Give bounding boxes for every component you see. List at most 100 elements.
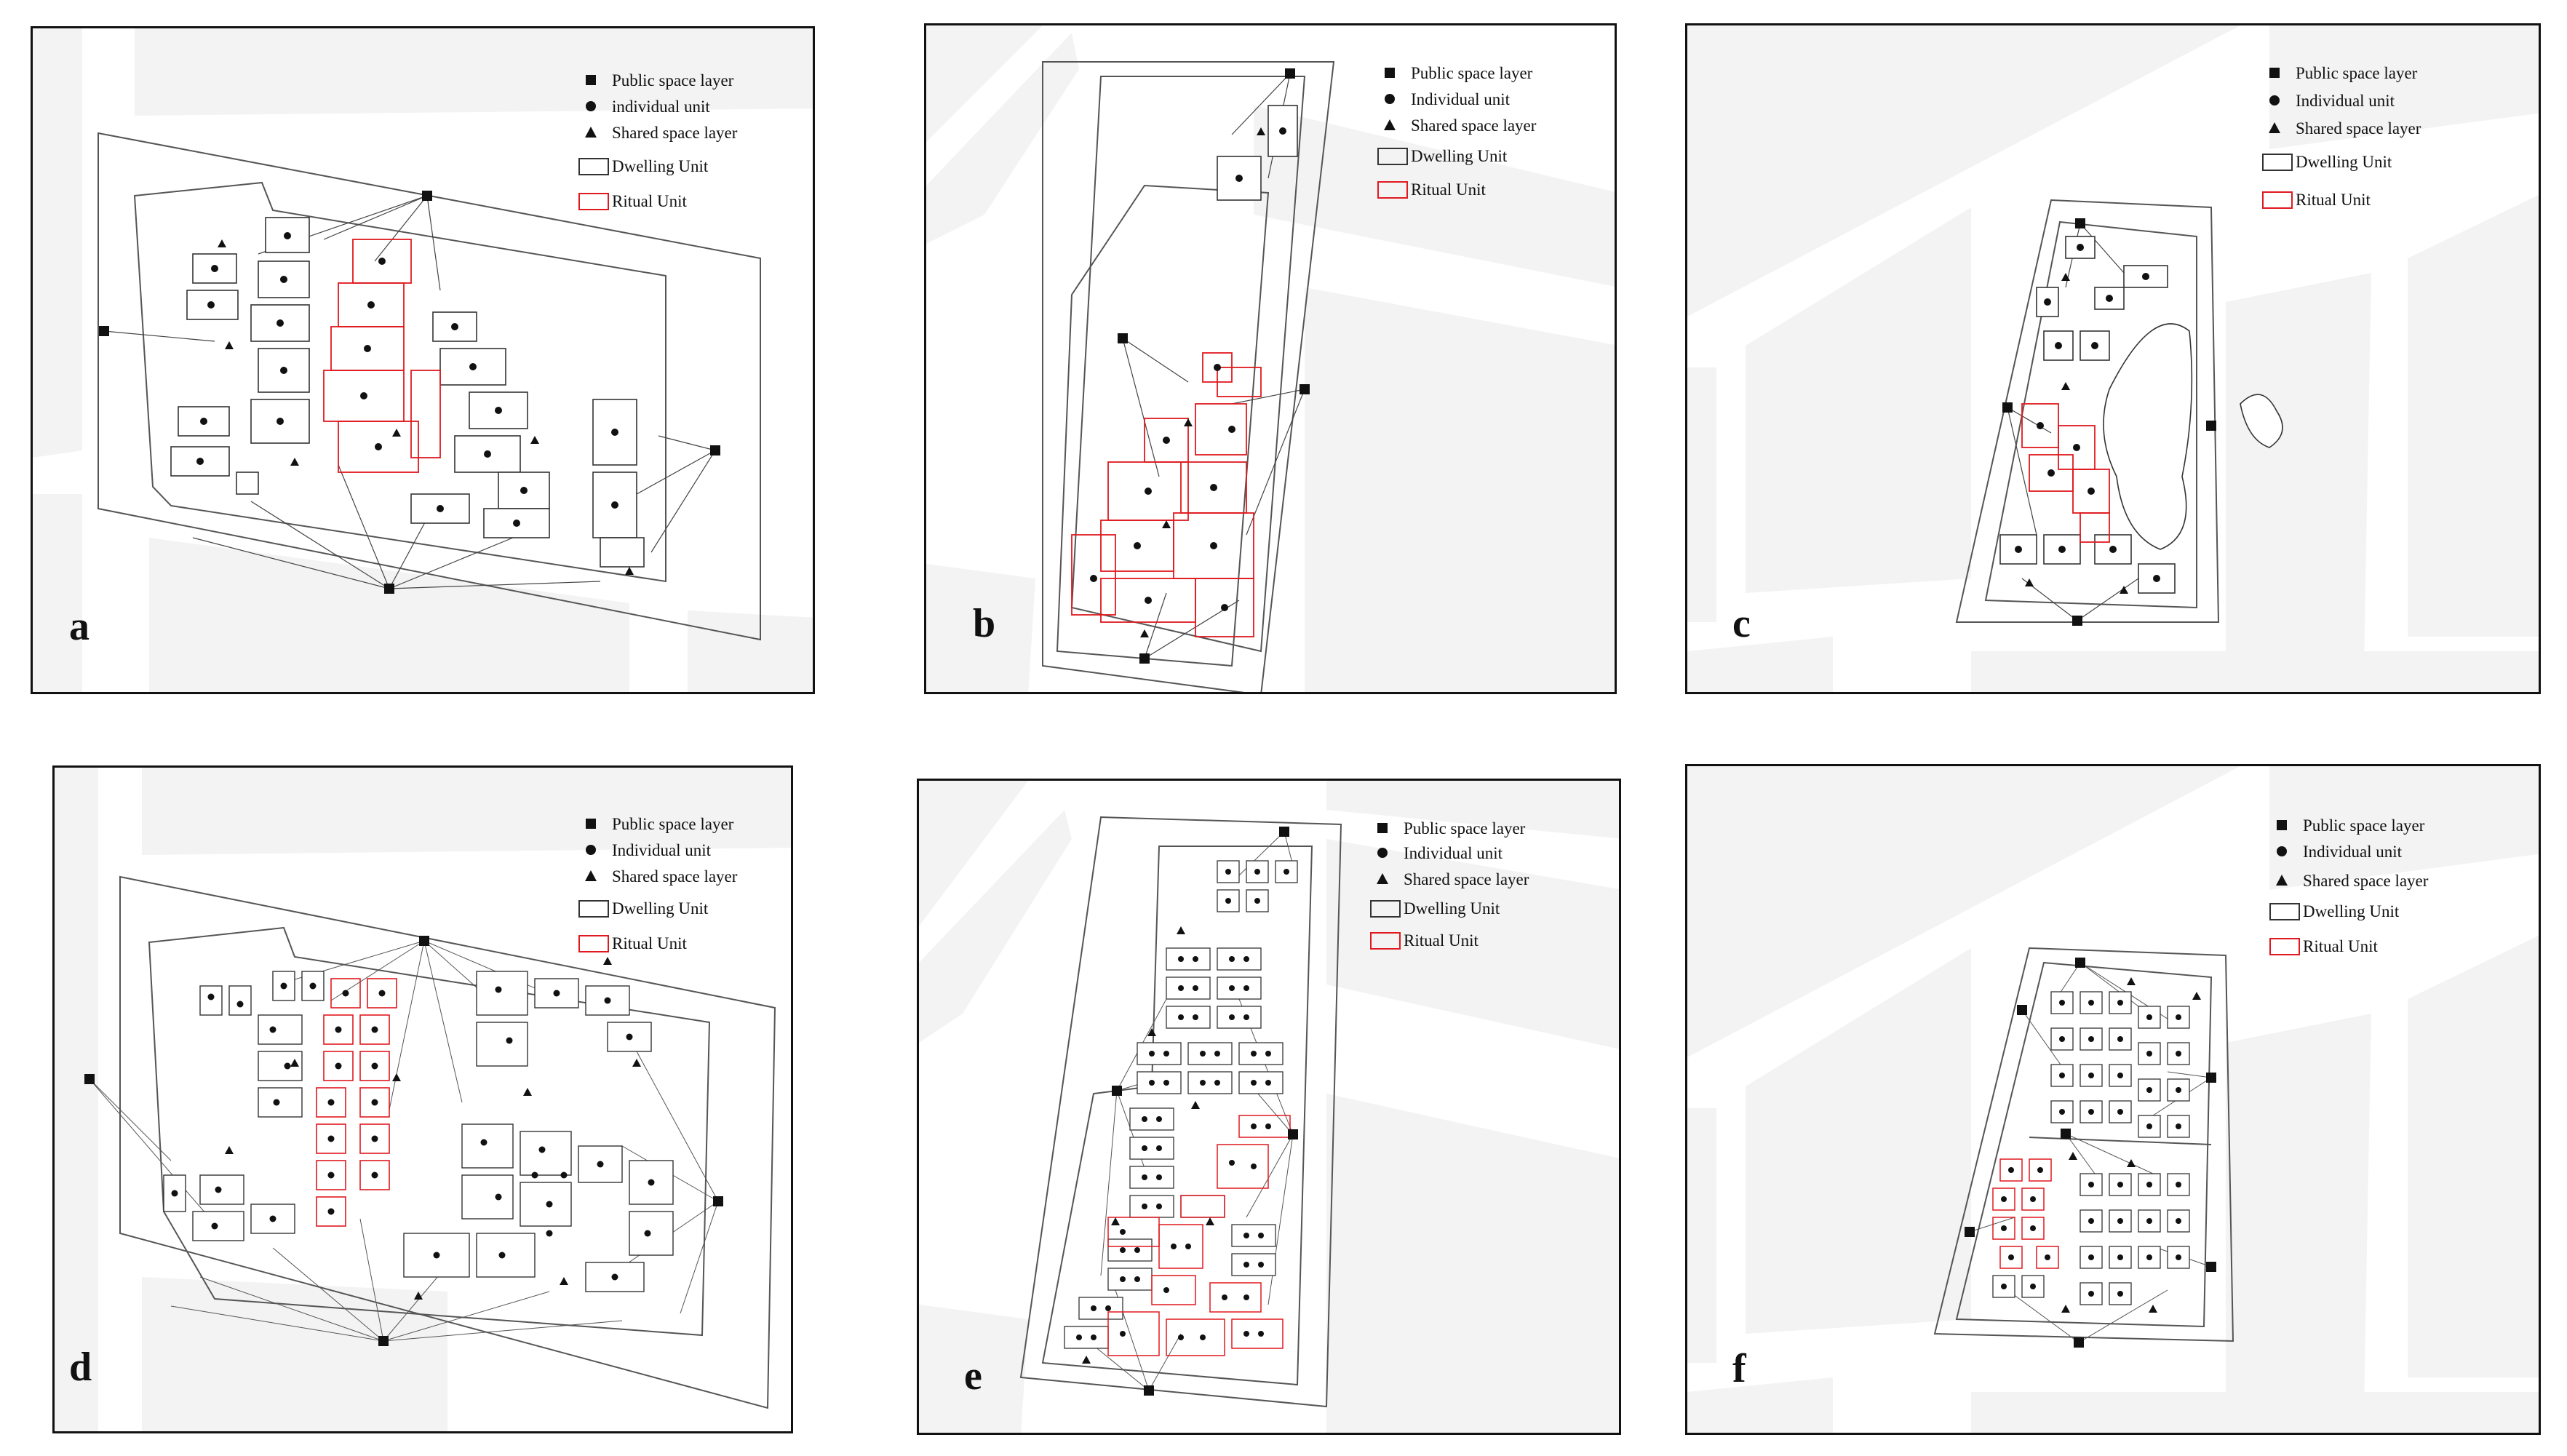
shared-space-layer-icon — [1370, 870, 1404, 888]
site-outline — [1042, 61, 1335, 692]
dwelling-units — [1217, 105, 1298, 201]
background-blocks — [926, 25, 1615, 692]
panel-a: Public space layer individual unit Share… — [31, 26, 815, 694]
panel-c: Public space layer Individual unit Share… — [1685, 23, 2541, 694]
dwelling-unit-icon — [578, 899, 612, 918]
public-space-layer-icon — [1377, 63, 1411, 82]
legend-individual: Individual unit — [1404, 843, 1503, 862]
legend-individual: Individual unit — [1411, 89, 1511, 108]
individual-unit-nodes — [196, 232, 618, 527]
dwelling-unit-icon — [2262, 152, 2296, 171]
legend-public: Public space layer — [612, 71, 734, 89]
dwelling-unit-icon — [2269, 902, 2303, 920]
map-b — [926, 25, 1615, 692]
dwelling-units — [1064, 860, 1298, 1349]
legend-shared: Shared space layer — [2296, 119, 2421, 138]
panel-letter: f — [1732, 1346, 1746, 1391]
legend-shared: Shared space layer — [1404, 870, 1529, 888]
map-f — [1687, 766, 2539, 1433]
shared-space-layer-icon — [2262, 119, 2296, 138]
legend-public: Public space layer — [612, 814, 734, 833]
public-space-layer-icon — [578, 814, 612, 833]
map-e — [919, 781, 1619, 1433]
legend-ritual: Ritual Unit — [612, 934, 687, 952]
public-space-layer-icon — [2269, 816, 2303, 835]
legend-shared: Shared space layer — [1411, 116, 1537, 135]
legend-public: Public space layer — [1411, 63, 1533, 82]
shared-space-layer-icon — [578, 867, 612, 886]
legend-b: Public space layer Individual unit Share… — [1377, 63, 1610, 252]
individual-unit-icon — [2269, 842, 2303, 861]
public-space-nodes — [1965, 958, 2216, 1348]
pond — [2103, 323, 2283, 550]
dwelling-unit-icon — [1377, 146, 1411, 165]
public-space-nodes — [2002, 218, 2216, 626]
individual-unit-nodes — [1090, 127, 1286, 611]
dwelling-units — [163, 971, 674, 1292]
panel-letter: e — [964, 1353, 982, 1399]
ritual-unit-icon — [2262, 190, 2296, 209]
shared-space-layer-icon — [578, 123, 612, 142]
legend-dwelling: Dwelling Unit — [1411, 146, 1508, 165]
legend-d: Public space layer Individual unit Share… — [578, 814, 791, 1003]
legend-individual: Individual unit — [2303, 842, 2403, 861]
shared-space-nodes — [225, 957, 641, 1300]
legend-public: Public space layer — [2296, 63, 2418, 82]
dwelling-unit-icon — [1370, 899, 1404, 918]
legend-public: Public space layer — [1404, 819, 1526, 838]
background-blocks — [1687, 766, 2539, 1433]
legend-individual: individual unit — [612, 97, 710, 116]
individual-unit-nodes — [1076, 869, 1289, 1340]
legend-dwelling: Dwelling Unit — [1404, 899, 1500, 918]
legend-dwelling: Dwelling Unit — [2303, 902, 2400, 920]
panel-f: Public space layer Individual unit Share… — [1685, 764, 2541, 1435]
individual-unit-nodes — [2015, 244, 2160, 582]
public-space-nodes — [1118, 68, 1310, 664]
ritual-units — [316, 978, 397, 1227]
individual-unit-nodes — [171, 982, 655, 1281]
map-c — [1687, 25, 2539, 692]
shared-space-nodes — [1082, 926, 1214, 1364]
legend-ritual: Ritual Unit — [2296, 190, 2371, 209]
public-space-layer-icon — [578, 71, 612, 89]
legend-ritual: Ritual Unit — [1411, 180, 1486, 199]
background-blocks — [55, 768, 791, 1431]
ritual-unit-icon — [2269, 936, 2303, 955]
legend-ritual: Ritual Unit — [1404, 931, 1478, 950]
panel-e: Public space layer Individual unit Share… — [917, 779, 1621, 1435]
ritual-units — [1992, 1158, 2059, 1269]
ritual-unit-icon — [1377, 180, 1411, 199]
public-space-nodes — [84, 936, 723, 1346]
legend-c: Public space layer Individual unit Share… — [2262, 63, 2539, 252]
legend-ritual: Ritual Unit — [2303, 936, 2378, 955]
legend-shared: Shared space layer — [2303, 871, 2429, 890]
individual-unit-icon — [578, 840, 612, 859]
ritual-unit-icon — [578, 934, 612, 952]
dwelling-unit-icon — [578, 156, 612, 175]
legend-ritual: Ritual Unit — [612, 191, 687, 210]
shared-space-nodes — [2061, 977, 2201, 1313]
panel-letter: d — [69, 1345, 92, 1390]
background-blocks — [1687, 25, 2539, 692]
individual-unit-icon — [2262, 91, 2296, 110]
panel-b: Public space layer Individual unit Share… — [924, 23, 1617, 694]
background-blocks — [919, 781, 1619, 1433]
public-space-nodes — [1112, 827, 1298, 1396]
public-space-layer-icon — [2262, 63, 2296, 82]
public-space-layer-icon — [1370, 819, 1404, 838]
network-links — [103, 195, 716, 589]
ritual-unit-icon — [578, 191, 612, 210]
site-outline — [97, 132, 761, 641]
legend-individual: Individual unit — [2296, 91, 2395, 110]
shared-space-layer-icon — [2269, 871, 2303, 890]
public-space-nodes — [99, 191, 720, 594]
network-links — [1122, 73, 1305, 659]
map-d — [55, 768, 791, 1431]
ritual-units — [323, 239, 441, 473]
panel-letter: a — [69, 604, 89, 649]
individual-unit-icon — [1370, 843, 1404, 862]
legend-dwelling: Dwelling Unit — [612, 156, 709, 175]
shared-space-nodes — [1140, 127, 1265, 637]
panel-letter: c — [1732, 601, 1751, 646]
legend-e: Public space layer Individual unit Share… — [1370, 819, 1617, 1008]
